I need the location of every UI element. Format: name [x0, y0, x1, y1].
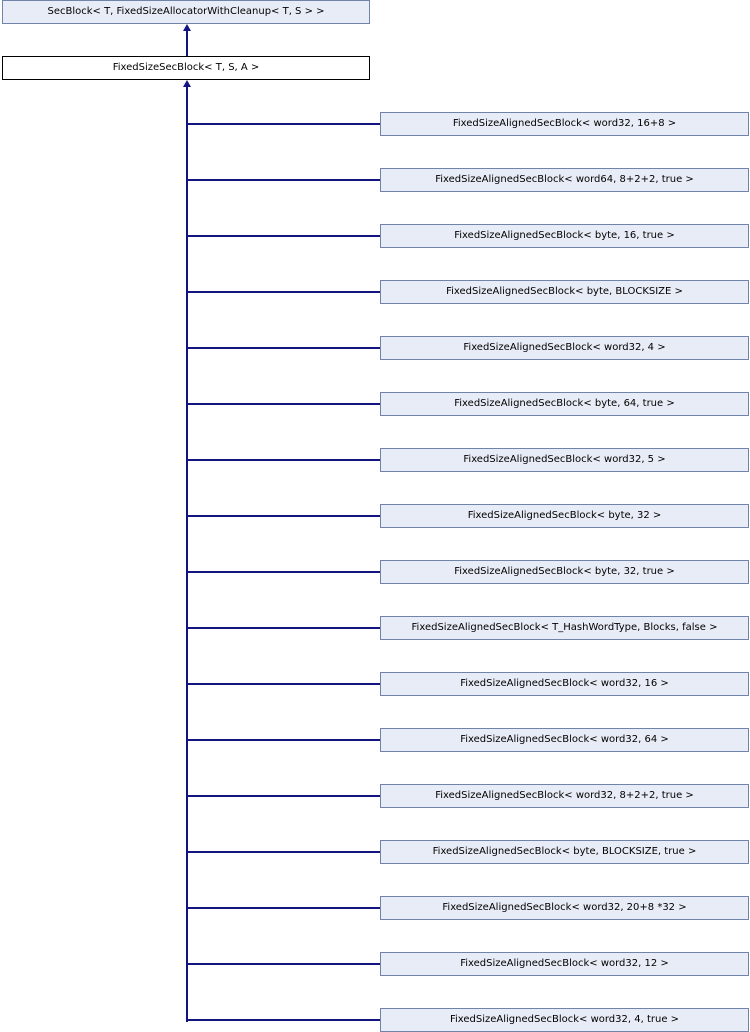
class-node-derived-4[interactable]: FixedSizeAlignedSecBlock< word32, 4 >: [380, 336, 749, 360]
edge-trunk-to-derived-8: [186, 571, 380, 573]
class-node-derived-label: FixedSizeAlignedSecBlock< word32, 16 >: [460, 678, 669, 689]
class-node-derived-9[interactable]: FixedSizeAlignedSecBlock< T_HashWordType…: [380, 616, 749, 640]
edge-derived-trunk-to-current: [186, 87, 188, 105]
class-node-derived-label: FixedSizeAlignedSecBlock< byte, 32, true…: [454, 566, 675, 577]
edge-trunk-to-derived-9: [186, 627, 380, 629]
edge-trunk-to-derived-15: [186, 963, 380, 965]
class-node-derived-10[interactable]: FixedSizeAlignedSecBlock< word32, 16 >: [380, 672, 749, 696]
edge-trunk-to-derived-10: [186, 683, 380, 685]
class-node-derived-label: FixedSizeAlignedSecBlock< byte, BLOCKSIZ…: [446, 286, 683, 297]
class-node-derived-11[interactable]: FixedSizeAlignedSecBlock< word32, 64 >: [380, 728, 749, 752]
class-node-derived-label: FixedSizeAlignedSecBlock< word32, 4 >: [463, 342, 666, 353]
edge-trunk-to-derived-14: [186, 907, 380, 909]
class-node-derived-13[interactable]: FixedSizeAlignedSecBlock< byte, BLOCKSIZ…: [380, 840, 749, 864]
class-node-derived-label: FixedSizeAlignedSecBlock< word64, 8+2+2,…: [435, 174, 694, 185]
class-node-derived-0[interactable]: FixedSizeAlignedSecBlock< word32, 16+8 >: [380, 112, 749, 136]
class-node-derived-label: FixedSizeAlignedSecBlock< word32, 4, tru…: [449, 1014, 680, 1025]
arrowhead-to-base: [183, 24, 191, 31]
edge-trunk-to-derived-2: [186, 235, 380, 237]
class-node-derived-label: FixedSizeAlignedSecBlock< byte, 64, true…: [454, 398, 675, 409]
class-node-derived-7[interactable]: FixedSizeAlignedSecBlock< byte, 32 >: [380, 504, 749, 528]
class-node-derived-label: FixedSizeAlignedSecBlock< word32, 8+2+2,…: [435, 790, 694, 801]
edge-trunk-to-derived-1: [186, 179, 380, 181]
edge-trunk-to-derived-13: [186, 851, 380, 853]
edge-trunk-to-derived-12: [186, 795, 380, 797]
class-node-derived-15[interactable]: FixedSizeAlignedSecBlock< word32, 12 >: [380, 952, 749, 976]
edge-trunk-to-derived-0: [186, 123, 380, 125]
class-node-derived-6[interactable]: FixedSizeAlignedSecBlock< word32, 5 >: [380, 448, 749, 472]
class-node-derived-12[interactable]: FixedSizeAlignedSecBlock< word32, 8+2+2,…: [380, 784, 749, 808]
class-node-derived-label: FixedSizeAlignedSecBlock< word32, 12 >: [460, 958, 669, 969]
class-node-current[interactable]: FixedSizeSecBlock< T, S, A >: [2, 56, 370, 80]
edge-trunk-to-derived-4: [186, 347, 380, 349]
class-node-current-label: FixedSizeSecBlock< T, S, A >: [112, 62, 260, 73]
class-node-derived-label: FixedSizeAlignedSecBlock< word32, 64 >: [460, 734, 669, 745]
class-node-derived-label: FixedSizeAlignedSecBlock< word32, 5 >: [463, 454, 666, 465]
class-node-derived-2[interactable]: FixedSizeAlignedSecBlock< byte, 16, true…: [380, 224, 749, 248]
class-node-derived-label: FixedSizeAlignedSecBlock< word32, 20+8 *…: [442, 902, 687, 913]
class-node-derived-label: FixedSizeAlignedSecBlock< word32, 16+8 >: [452, 118, 677, 129]
edge-current-to-base: [186, 31, 188, 56]
class-node-derived-3[interactable]: FixedSizeAlignedSecBlock< byte, BLOCKSIZ…: [380, 280, 749, 304]
class-node-derived-label: FixedSizeAlignedSecBlock< T_HashWordType…: [411, 622, 718, 633]
class-node-derived-label: FixedSizeAlignedSecBlock< byte, 32 >: [467, 510, 662, 521]
class-node-derived-16[interactable]: FixedSizeAlignedSecBlock< word32, 4, tru…: [380, 1008, 749, 1032]
derived-trunk-line: [186, 104, 188, 1022]
edge-trunk-to-derived-16: [186, 1019, 380, 1021]
edge-trunk-to-derived-11: [186, 739, 380, 741]
class-node-derived-label: FixedSizeAlignedSecBlock< byte, BLOCKSIZ…: [432, 846, 697, 857]
class-node-derived-1[interactable]: FixedSizeAlignedSecBlock< word64, 8+2+2,…: [380, 168, 749, 192]
class-node-derived-14[interactable]: FixedSizeAlignedSecBlock< word32, 20+8 *…: [380, 896, 749, 920]
class-node-derived-label: FixedSizeAlignedSecBlock< byte, 16, true…: [454, 230, 675, 241]
class-node-base-label: SecBlock< T, FixedSizeAllocatorWithClean…: [47, 6, 325, 17]
class-node-base[interactable]: SecBlock< T, FixedSizeAllocatorWithClean…: [2, 0, 370, 24]
edge-trunk-to-derived-6: [186, 459, 380, 461]
class-node-derived-8[interactable]: FixedSizeAlignedSecBlock< byte, 32, true…: [380, 560, 749, 584]
class-node-derived-5[interactable]: FixedSizeAlignedSecBlock< byte, 64, true…: [380, 392, 749, 416]
edge-trunk-to-derived-7: [186, 515, 380, 517]
arrowhead-to-current: [183, 80, 191, 87]
edge-trunk-to-derived-3: [186, 291, 380, 293]
edge-trunk-to-derived-5: [186, 403, 380, 405]
